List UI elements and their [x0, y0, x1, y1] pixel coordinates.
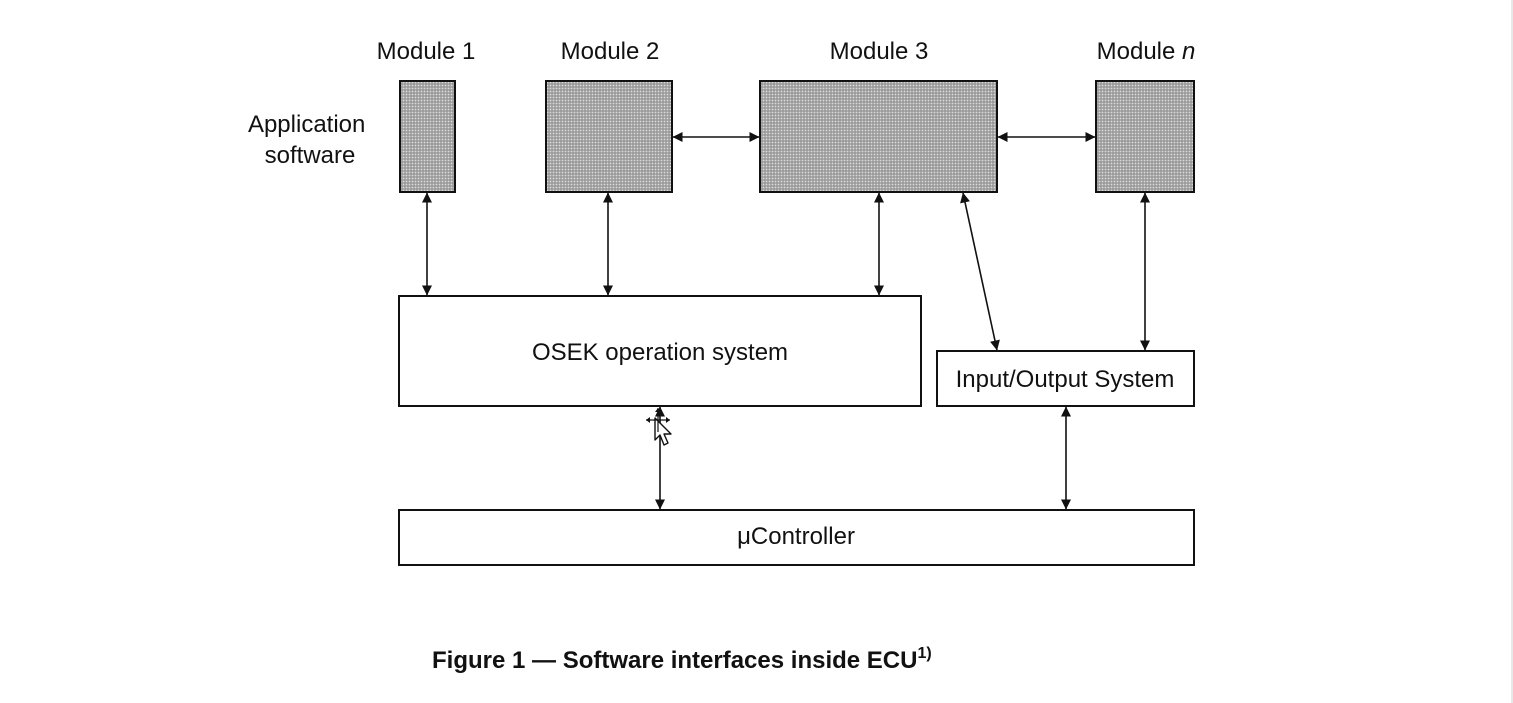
module-1-box	[399, 80, 456, 193]
caption-main: Figure 1 — Software interfaces inside EC…	[432, 647, 917, 674]
module-n-prefix: Module	[1097, 38, 1182, 65]
module-2-label: Module 2	[561, 38, 660, 65]
io-box	[936, 350, 1195, 407]
page-edge-divider	[1511, 0, 1513, 703]
os-box	[398, 295, 922, 407]
module-n-label: Module n	[1097, 38, 1196, 65]
module-n-italic: n	[1182, 38, 1195, 65]
module-1-label: Module 1	[377, 38, 476, 65]
move-cursor-icon	[646, 408, 670, 432]
mouse-pointer-icon	[654, 417, 672, 446]
module-2-box	[545, 80, 673, 193]
module-n-box	[1095, 80, 1195, 193]
module-3-box	[759, 80, 998, 193]
application-label-line2: software	[265, 142, 356, 169]
module-3-label: Module 3	[830, 38, 929, 65]
io-label: Input/Output System	[956, 366, 1175, 393]
os-label: OSEK operation system	[532, 339, 788, 366]
figure-caption: Figure 1 — Software interfaces inside EC…	[432, 645, 932, 674]
application-software-label: Application software	[248, 111, 372, 169]
application-label-line1: Application	[248, 111, 365, 138]
controller-label: μController	[737, 523, 855, 550]
arrow-module3-io	[960, 192, 1000, 351]
caption-superscript: 1)	[917, 645, 931, 662]
controller-box	[398, 509, 1195, 566]
